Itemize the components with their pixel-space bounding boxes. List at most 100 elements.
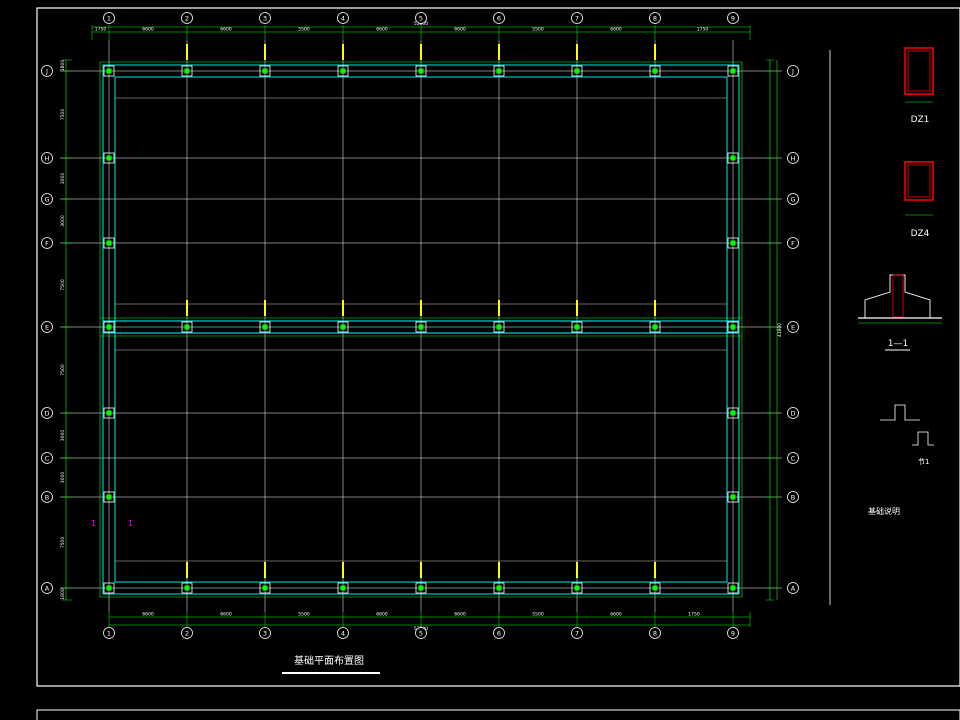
axis-row-left-4: E — [45, 324, 49, 332]
axis-col-top-0: 1 — [107, 15, 111, 23]
column-2-8-core — [730, 585, 736, 591]
bottom-dim-text: 1750 — [688, 612, 700, 618]
axis-row-left-4-bubble — [41, 321, 53, 333]
notes-heading: 基础说明 — [868, 506, 900, 516]
top-total-text: 52800 — [414, 21, 428, 27]
column-2-2-core — [262, 585, 268, 591]
axis-col-bottom-2: 3 — [263, 630, 267, 638]
dz1-label: DZ1 — [911, 115, 930, 125]
column-edge-right-0-core — [730, 155, 736, 161]
column-0-7 — [649, 65, 661, 77]
foundation-walls — [99, 61, 743, 598]
axis-col-bottom-4-bubble — [415, 627, 427, 639]
axis-col-top-5: 6 — [497, 15, 501, 23]
column-1-0-core — [106, 324, 112, 330]
plan-title: 基础平面布置图 — [294, 654, 364, 667]
axis-col-top-1: 2 — [185, 15, 189, 23]
beam-tag-0-0 — [186, 44, 188, 60]
detail-title: 节1 — [918, 458, 929, 466]
left-dim-text: 3000 — [60, 173, 66, 185]
axis-row-right-2-bubble — [787, 452, 799, 464]
axis-row-right-7: H — [791, 155, 796, 163]
axis-row-right-5-bubble — [787, 237, 799, 249]
axis-row-left-3-bubble — [41, 407, 53, 419]
top-dim-text: 6600 — [220, 27, 232, 33]
axis-col-top-2-bubble — [259, 12, 271, 24]
column-0-3-core — [340, 68, 346, 74]
axis-col-bottom-1: 2 — [185, 630, 189, 638]
column-2-5 — [493, 582, 505, 594]
column-1-1-core — [184, 324, 190, 330]
footing-column — [892, 274, 904, 318]
column-edge-left-0-core — [106, 155, 112, 161]
top-dim-text: 5500 — [298, 27, 310, 33]
column-edge-left-3 — [103, 491, 115, 503]
left-dim-text: 7500 — [60, 279, 66, 291]
column-edge-right-0 — [727, 152, 739, 164]
column-2-7 — [649, 582, 661, 594]
axis-row-left-8: J — [45, 68, 48, 76]
columns — [103, 44, 739, 594]
column-edge-left-2-core — [106, 410, 112, 416]
axis-col-bottom-3-bubble — [337, 627, 349, 639]
joint-outline-1 — [880, 404, 920, 421]
axis-row-left-1-bubble — [41, 491, 53, 503]
column-2-6-core — [574, 585, 580, 591]
column-2-2 — [259, 582, 271, 594]
axis-row-right-4-bubble — [787, 321, 799, 333]
left-dim-text: 1800 — [60, 588, 66, 600]
axis-row-right-3-bubble — [787, 407, 799, 419]
column-1-8-core — [730, 324, 736, 330]
axis-col-top-3-bubble — [337, 12, 349, 24]
column-edge-left-2 — [103, 407, 115, 419]
axis-row-right-0-bubble — [787, 582, 799, 594]
axis-col-top-5-bubble — [493, 12, 505, 24]
axis-col-bottom-4: 5 — [419, 630, 423, 638]
beam-tag-0-2 — [186, 562, 188, 578]
column-0-6-core — [574, 68, 580, 74]
beam-tag-4-2 — [498, 562, 500, 578]
column-edge-right-3 — [727, 491, 739, 503]
axis-col-top-4: 5 — [419, 15, 423, 23]
column-edge-right-2-core — [730, 410, 736, 416]
column-1-1 — [181, 321, 193, 333]
column-0-3 — [337, 65, 349, 77]
section-mark-right: 1 — [128, 519, 133, 528]
beam-tag-5-2 — [576, 562, 578, 578]
beam-tag-6-0 — [654, 44, 656, 60]
column-2-4 — [415, 582, 427, 594]
beam-tag-1-2 — [264, 562, 266, 578]
column-1-0 — [103, 321, 115, 333]
column-0-5-core — [496, 68, 502, 74]
bottom-dim-text: 6600 — [142, 612, 154, 618]
column-2-0 — [103, 582, 115, 594]
column-1-2 — [259, 321, 271, 333]
axis-col-top-1-bubble — [181, 12, 193, 24]
column-edge-left-1 — [103, 237, 115, 249]
beam-tag-6-1 — [654, 300, 656, 316]
left-dim-text: 3000 — [60, 215, 66, 227]
dz4-column-section — [904, 161, 934, 201]
column-edge-right-2 — [727, 407, 739, 419]
top-dim-text: 6600 — [610, 27, 622, 33]
axis-col-top-8-bubble — [727, 12, 739, 24]
axis-row-left-0: A — [45, 585, 50, 593]
beam-tag-1-1 — [264, 300, 266, 316]
axis-col-top-7-bubble — [649, 12, 661, 24]
right-total-text: 41800 — [777, 323, 783, 337]
section-title: 1—1 — [888, 339, 908, 349]
column-0-6 — [571, 65, 583, 77]
axis-col-bottom-2-bubble — [259, 627, 271, 639]
column-edge-left-0 — [103, 152, 115, 164]
beam-tag-0-1 — [186, 300, 188, 316]
bottom-dim-text: 6600 — [454, 612, 466, 618]
next-sheet-border — [36, 709, 960, 720]
axis-col-bottom-3: 4 — [341, 630, 345, 638]
axis-col-top-0-bubble — [103, 12, 115, 24]
column-0-8-core — [730, 68, 736, 74]
beam-tag-5-1 — [576, 300, 578, 316]
beam-tag-5-0 — [576, 44, 578, 60]
left-dim-text: 3000 — [60, 472, 66, 484]
axis-row-right-1: B — [791, 494, 795, 502]
